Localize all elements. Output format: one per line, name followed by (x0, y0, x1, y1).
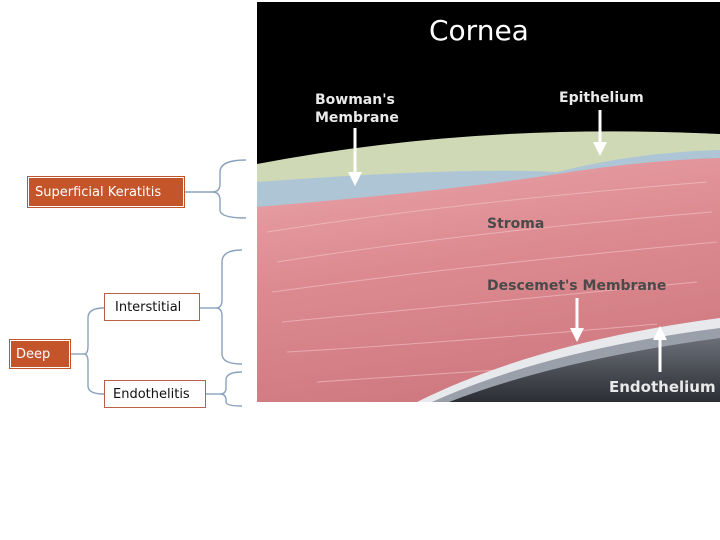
deep-label: Deep (16, 346, 51, 362)
interstitial-label: Interstitial (115, 299, 182, 315)
endothelium-arrow (653, 326, 667, 372)
descemet-arrow (570, 298, 584, 342)
interstitial-box: Interstitial (104, 293, 200, 321)
epithelium-arrow (593, 110, 607, 156)
deep-box: Deep (10, 340, 70, 368)
stroma-label: Stroma (487, 216, 544, 232)
bowman-label-line2: Membrane (315, 110, 399, 126)
descemet-label: Descemet's Membrane (487, 278, 666, 294)
bowman-arrow (348, 128, 362, 186)
endothelitis-box: Endothelitis (104, 380, 206, 408)
superficial-keratitis-label: Superficial Keratitis (35, 184, 162, 200)
brace-interstitial (215, 249, 243, 365)
brace-superficial (211, 159, 247, 219)
cornea-illustration: Cornea Bowman's Membrane Epithelium Stro… (257, 2, 720, 402)
brace-deep (83, 307, 105, 395)
anterior-chamber (449, 338, 720, 402)
brace-endothelitis (219, 371, 243, 407)
epithelium-label: Epithelium (559, 90, 644, 106)
cornea-title: Cornea (429, 14, 529, 47)
bowman-label-line1: Bowman's (315, 92, 395, 108)
endothelium-label: Endothelium (609, 378, 716, 396)
superficial-keratitis-box: Superficial Keratitis (28, 177, 184, 207)
endothelitis-label: Endothelitis (113, 386, 190, 402)
